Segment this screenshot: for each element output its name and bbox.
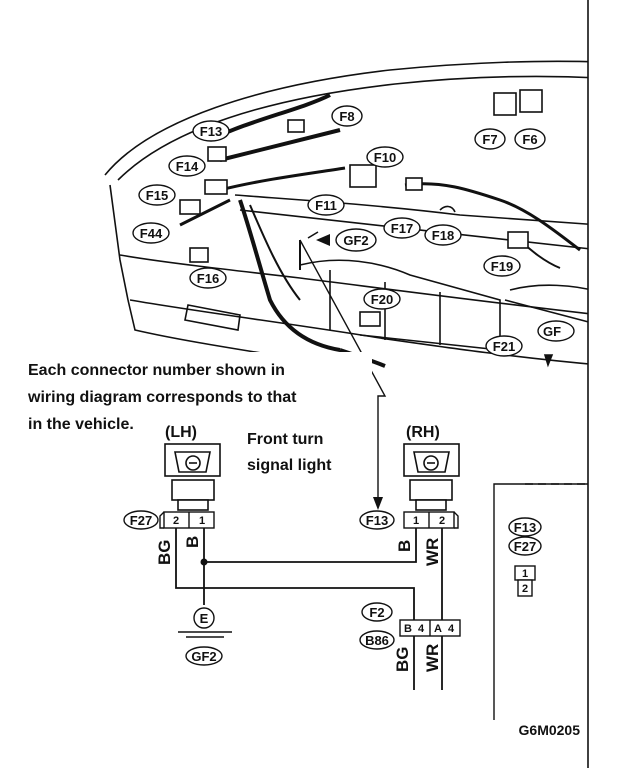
svg-text:1: 1 (413, 515, 419, 527)
wire-bg-low: BG (393, 647, 412, 673)
svg-text:F44: F44 (140, 226, 163, 241)
svg-text:B: B (404, 623, 412, 635)
svg-text:1: 1 (199, 515, 205, 527)
callout-f18: F18 (424, 224, 462, 246)
junction-dot (200, 558, 208, 566)
svg-text:F7: F7 (482, 132, 497, 147)
callout-gf-cut: GF (537, 320, 575, 342)
svg-text:F2: F2 (369, 605, 384, 620)
svg-text:2: 2 (173, 515, 179, 527)
svg-text:F19: F19 (491, 259, 513, 274)
svg-text:2: 2 (439, 515, 445, 527)
ground: E GF2 (178, 607, 232, 666)
svg-text:2: 2 (522, 583, 528, 595)
svg-text:wiring diagram corresponds to: wiring diagram corresponds to that (27, 389, 297, 406)
callout-f6: F6 (514, 128, 546, 150)
callout-f15: F15 (138, 184, 176, 206)
callout-f10: F10 (366, 146, 404, 168)
note-mask (20, 352, 372, 442)
svg-text:F6: F6 (522, 132, 537, 147)
lower-connector: F2 B86 B 4 A 4 (359, 602, 461, 650)
wire-b-lh: B (183, 536, 202, 548)
svg-text:E: E (200, 611, 209, 626)
rh-label: (RH) (406, 424, 440, 441)
svg-text:Each connector number shown in: Each connector number shown in (28, 362, 285, 379)
gf2-arrow (316, 234, 330, 246)
lh-connector: F27 2 1 (123, 510, 215, 530)
svg-text:F17: F17 (391, 221, 413, 236)
callout-f14: F14 (168, 155, 206, 177)
svg-text:GF2: GF2 (191, 649, 216, 664)
lh-lamp (164, 443, 221, 511)
frame-border-right (588, 0, 624, 768)
lh-label: (LH) (165, 424, 197, 441)
connector-note: Each connector number shown in wiring di… (27, 362, 297, 433)
svg-text:F21: F21 (493, 339, 515, 354)
svg-text:F13: F13 (366, 513, 388, 528)
light-caption-2: signal light (247, 457, 332, 474)
figure-code: G6M0205 (519, 722, 581, 738)
svg-text:F10: F10 (374, 150, 396, 165)
svg-text:GF2: GF2 (343, 233, 368, 248)
svg-text:F13: F13 (200, 124, 222, 139)
callout-f21: F21 (485, 335, 523, 357)
pointer-line (299, 239, 387, 500)
callout-f11: F11 (307, 194, 345, 216)
legend: F13 F27 1 2 (493, 483, 588, 720)
callout-f16: F16 (189, 267, 227, 289)
wire-wr: WR (423, 538, 442, 566)
svg-text:1: 1 (522, 568, 528, 580)
svg-text:F27: F27 (514, 539, 536, 554)
callout-f8: F8 (331, 105, 363, 127)
svg-text:GF: GF (543, 324, 561, 339)
callout-f44: F44 (132, 222, 170, 244)
wire-wr-low: WR (423, 644, 442, 672)
wire-b-rh: B (395, 540, 414, 552)
wire-bg: BG (155, 540, 174, 566)
rh-lamp (403, 443, 460, 511)
svg-text:F11: F11 (315, 198, 337, 213)
svg-text:B86: B86 (365, 633, 389, 648)
rh-connector: F13 1 2 (359, 510, 459, 530)
svg-text:4: 4 (418, 623, 425, 635)
svg-text:A: A (434, 623, 442, 635)
svg-text:F18: F18 (432, 228, 454, 243)
svg-text:F13: F13 (514, 520, 536, 535)
callout-f7: F7 (474, 128, 506, 150)
svg-text:F8: F8 (339, 109, 354, 124)
svg-text:F27: F27 (130, 513, 152, 528)
vehicle-connector-labels: F7 F6 F8 F13 F14 F10 F15 F11 F17 F18 F44… (132, 105, 575, 357)
svg-text:4: 4 (448, 623, 455, 635)
wires (175, 528, 443, 690)
pointer-arrow (373, 497, 383, 510)
callout-f17: F17 (383, 217, 421, 239)
callout-gf2: GF2 (335, 228, 377, 252)
light-caption-1: Front turn (247, 431, 323, 448)
svg-text:in the vehicle.: in the vehicle. (28, 416, 134, 433)
svg-text:F16: F16 (197, 271, 219, 286)
callout-f20: F20 (363, 288, 401, 310)
svg-text:F20: F20 (371, 292, 393, 307)
svg-text:F15: F15 (146, 188, 168, 203)
callout-f13: F13 (192, 120, 230, 142)
svg-text:F14: F14 (176, 159, 199, 174)
callout-f19: F19 (483, 255, 521, 277)
